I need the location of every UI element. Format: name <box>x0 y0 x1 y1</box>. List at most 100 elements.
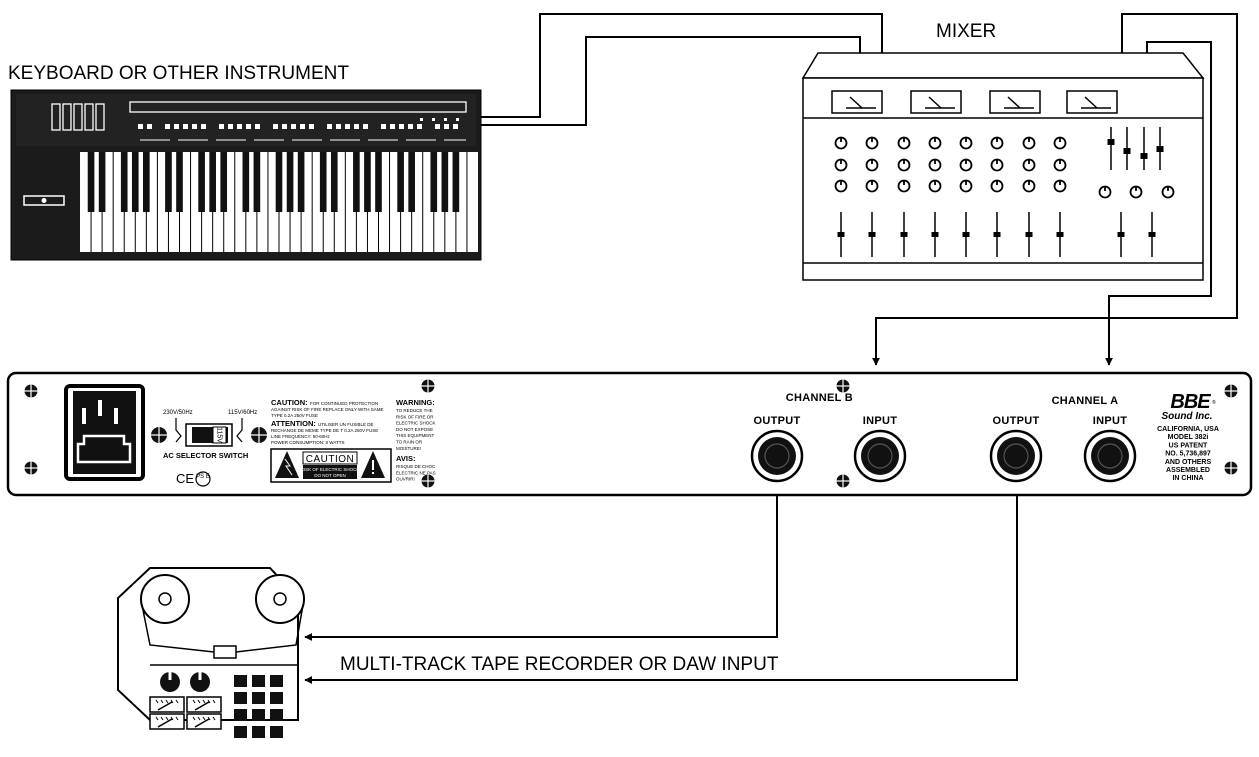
mixer-knob-icon <box>897 158 911 172</box>
black-key <box>165 152 172 212</box>
mixer-knob-icon <box>990 136 1004 150</box>
keyboard-button <box>363 124 368 129</box>
mixer-knob-icon <box>1022 136 1036 150</box>
keyboard-button <box>219 124 224 129</box>
black-key <box>275 152 283 212</box>
mixer-knob-icon <box>959 136 973 150</box>
voltage-right-label: 115V/60Hz <box>228 410 257 416</box>
mixer-fader <box>931 232 939 237</box>
keyboard-button <box>345 124 350 129</box>
channel-a-input-label: INPUT <box>1093 415 1128 427</box>
cable-mixer-to-channel-a <box>1105 41 1212 366</box>
avis-line-0: RISQUE DE CHOC <box>396 464 436 469</box>
keyboard-button <box>255 124 260 129</box>
black-key <box>198 152 205 212</box>
attention-line-4: POWER CONSUMPTION: 8 WATTS <box>271 440 345 445</box>
mixer-fader <box>993 232 1001 237</box>
mixer-knob-icon <box>834 158 848 172</box>
brand-info-line-2: US PATENT <box>1169 442 1208 449</box>
ce-mark: CE <box>176 471 194 486</box>
keyboard-button <box>201 124 206 129</box>
mixer-knob-icon <box>865 136 879 150</box>
brand-info-line-0: CALIFORNIA, USA <box>1157 426 1219 433</box>
black-key <box>286 152 294 212</box>
keyboard-button <box>246 124 251 129</box>
brand-info-line-3: NO. 5,736,897 <box>1165 451 1211 458</box>
keyboard-button <box>435 124 440 129</box>
black-key <box>220 152 228 212</box>
mixer-fader <box>962 232 970 237</box>
black-key <box>297 152 305 212</box>
avis-line-2: OUVRIR! <box>396 477 415 482</box>
mixer-label: MIXER <box>936 21 996 42</box>
recorder-vu-meters <box>149 696 222 730</box>
attention-line-3: LINE FREQUENCY: 50-60Hz <box>271 434 331 439</box>
mixer-fader <box>868 232 876 237</box>
recorder-button-grid <box>234 675 283 738</box>
master-fader <box>1140 153 1148 159</box>
rack-unit: 230V/50Hz 115V/60Hz 115V AC SELECTOR SWI… <box>6 371 1253 497</box>
keyboard-button <box>192 124 197 129</box>
cable-mixer-to-channel-b <box>872 13 1238 366</box>
rack-screws <box>24 379 1238 488</box>
keyboard-label: KEYBOARD OR OTHER INSTRUMENT <box>8 63 349 84</box>
keyboard-button <box>174 124 179 129</box>
master-fader <box>1107 139 1115 145</box>
mixer-knob-icon <box>990 179 1004 193</box>
cable-keyboard-to-mixer-1 <box>481 13 883 118</box>
keyboard-slot <box>129 101 467 113</box>
ac-selector: 230V/50Hz 115V/60Hz 115V AC SELECTOR SWI… <box>163 410 257 487</box>
recorder-button <box>270 726 283 738</box>
cables <box>304 13 1238 684</box>
caution-line-3: TYPE 0.2A 250V FUSE <box>271 413 318 418</box>
keyboard-button <box>336 124 341 129</box>
mixer-knob-icon <box>897 179 911 193</box>
ac-selector-label: AC SELECTOR SWITCH <box>163 451 248 460</box>
warning-heading: WARNING: <box>396 398 435 407</box>
keyboard-button <box>408 124 413 129</box>
warning-line-3: DO NOT EXPOSE <box>396 427 433 432</box>
keyboard-button <box>183 124 188 129</box>
mixer-knob-icon <box>1129 185 1143 199</box>
keyboard-button <box>138 124 143 129</box>
master-fader <box>1156 146 1164 152</box>
recorder-button <box>270 692 283 704</box>
mixer-fader <box>1148 232 1156 237</box>
mixer-fader <box>1056 232 1064 237</box>
caution-heading: CAUTION: <box>271 398 308 407</box>
keyboard-instrument: KEYBOARD OR OTHER INSTRUMENT <box>8 63 482 261</box>
keyboard-button <box>282 124 287 129</box>
keyboard-display-icon <box>51 103 105 131</box>
caution-text-block: CAUTION: FOR CONTINUED PROTECTION AGAINS… <box>271 398 384 445</box>
black-key <box>131 152 139 212</box>
brand-info-line-4: AND OTHERS <box>1165 459 1212 466</box>
recorder-label: MULTI-TRACK TAPE RECORDER OR DAW INPUT <box>340 654 779 675</box>
cable-channel-a-output-to-recorder <box>304 455 1018 684</box>
black-key <box>353 152 360 212</box>
black-key <box>430 152 438 212</box>
recorder-knob-left <box>160 672 180 692</box>
cable-keyboard-to-mixer-2 <box>481 36 861 126</box>
channel-b-input-label: INPUT <box>863 415 898 427</box>
black-key <box>87 152 95 212</box>
warning-line-4: THIS EQUIPMENT <box>396 433 435 438</box>
warning-line-0: TO REDUCE THE <box>396 408 433 413</box>
keyboard-button <box>381 124 386 129</box>
mixer-knob-icon <box>1022 158 1036 172</box>
svg-text:®: ® <box>1212 399 1216 406</box>
mixer: MIXER <box>801 21 1205 281</box>
recorder-button <box>252 675 265 687</box>
mixer-knob-icon <box>928 158 942 172</box>
switch-value: 115V <box>216 427 223 443</box>
brand-info-line-5: ASSEMBLED <box>1166 467 1210 474</box>
vu-meter-icon <box>831 90 883 114</box>
mixer-knob-icon <box>865 179 879 193</box>
keyboard-button <box>390 124 395 129</box>
channel-a-output-label: OUTPUT <box>992 415 1039 427</box>
pitch-wheel-icon <box>23 195 65 206</box>
cable-channel-b-output-to-recorder <box>304 455 778 641</box>
